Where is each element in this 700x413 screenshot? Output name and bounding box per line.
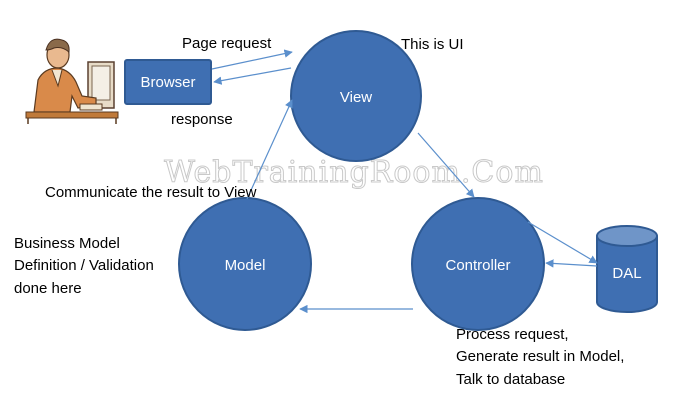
arrow-browser-to-view (211, 49, 293, 70)
view-label: View (340, 89, 372, 106)
controller-node (411, 197, 545, 331)
user-at-computer-icon (25, 38, 119, 124)
controller-label: Controller (445, 257, 510, 274)
page-request-label: Page request (182, 35, 272, 52)
arrow-view-to-controller (417, 132, 475, 198)
communicate-label: Communicate the result to View (45, 184, 257, 201)
model-label: Model (225, 257, 266, 274)
arrow-view-to-browser (213, 67, 292, 85)
controller-note: Process request, Generate result in Mode… (456, 326, 624, 388)
model-note-line: done here (14, 280, 82, 297)
controller-note-line: Generate result in Model, (456, 348, 624, 365)
controller-note-line: Process request, (456, 326, 569, 343)
model-note-line: Business Model (14, 235, 120, 252)
arrow-controller-to-dal (527, 221, 598, 264)
dal-database-icon (596, 225, 658, 313)
connectors (211, 49, 598, 314)
arrow-model-to-view (246, 99, 293, 200)
browser-node (124, 59, 212, 105)
arrow-dal-to-controller (545, 259, 598, 268)
view-node (290, 30, 422, 162)
this-is-ui-label: This is UI (401, 36, 464, 53)
controller-note-line: Talk to database (456, 371, 565, 388)
model-note-line: Definition / Validation (14, 257, 154, 274)
model-note: Business Model Definition / Validation d… (14, 235, 154, 297)
model-node (178, 197, 312, 331)
browser-label: Browser (140, 74, 195, 91)
response-label: response (171, 111, 233, 128)
dal-label: DAL (612, 265, 641, 282)
